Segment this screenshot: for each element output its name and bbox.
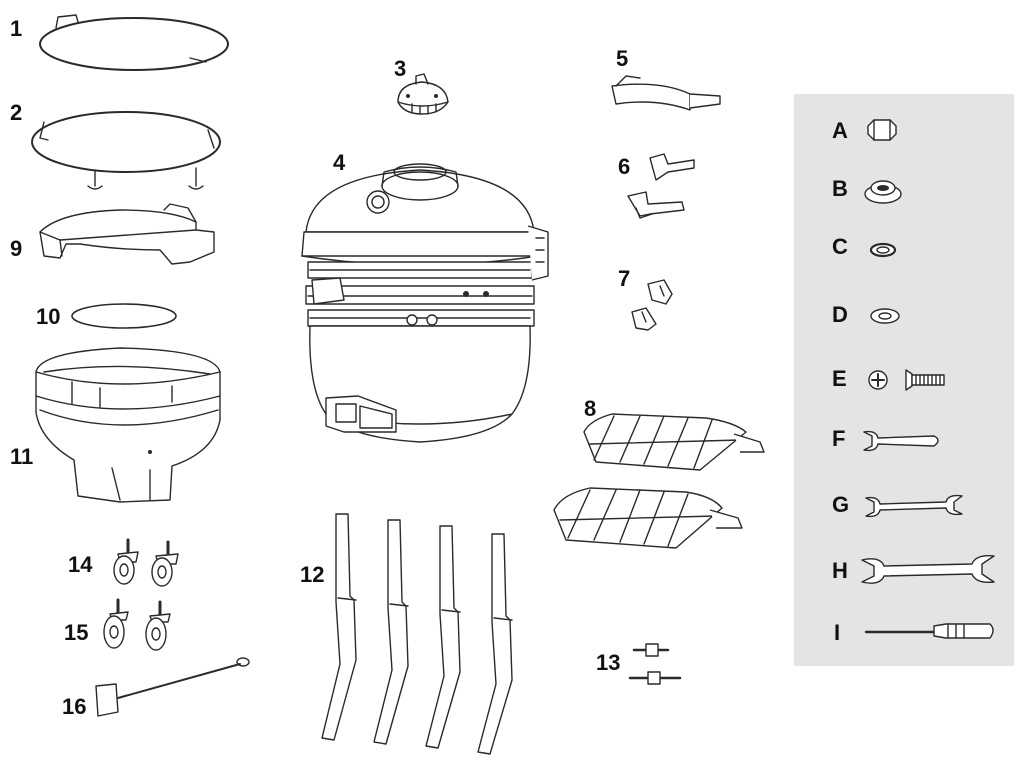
part-label-8: 8	[584, 396, 596, 421]
part-15-casters	[103, 598, 171, 651]
hardware-a-hex-nut: A	[832, 118, 897, 143]
hardware-c-lock-washer: C	[832, 234, 897, 259]
part-14-locking-casters	[113, 538, 179, 587]
part-6-handle-brackets	[627, 153, 695, 219]
part-1-grid	[39, 14, 229, 71]
hardware-label-f: F	[832, 426, 845, 451]
hardware-label-b: B	[832, 176, 848, 201]
hardware-label-e: E	[832, 366, 847, 391]
part-9-heat-deflector	[39, 203, 215, 265]
hardware-label-a: A	[832, 118, 848, 143]
part-label-10: 10	[36, 304, 60, 329]
hardware-h-wrench: H	[832, 554, 995, 584]
hardware-label-d: D	[832, 302, 848, 327]
part-label-1: 1	[10, 16, 22, 41]
hardware-label-h: H	[832, 558, 848, 583]
part-label-16: 16	[62, 694, 86, 719]
hardware-b-flange-nut: B	[832, 176, 902, 204]
part-label-5: 5	[616, 46, 628, 71]
hardware-e-screw: E	[832, 366, 945, 391]
part-11-firebox	[35, 347, 221, 503]
part-label-14: 14	[68, 552, 93, 577]
part-5-handle	[611, 75, 721, 111]
part-2-raised-grid	[31, 111, 221, 190]
part-8-side-shelves	[553, 413, 765, 549]
part-label-7: 7	[618, 266, 630, 291]
part-16-ash-tool	[95, 657, 250, 717]
part-label-13: 13	[596, 650, 620, 675]
part-7-side-brackets	[631, 279, 673, 331]
part-label-6: 6	[618, 154, 630, 179]
hardware-label-c: C	[832, 234, 848, 259]
part-12-legs	[321, 513, 513, 755]
part-label-4: 4	[333, 150, 346, 175]
part-label-11: 11	[10, 444, 33, 469]
part-3-top-vent	[397, 73, 449, 115]
part-label-15: 15	[64, 620, 88, 645]
hardware-i-screwdriver: I	[834, 620, 994, 645]
part-10-charcoal-grate	[71, 303, 177, 329]
part-4-grill-body	[301, 163, 549, 443]
hardware-label-g: G	[832, 492, 849, 517]
hardware-label-i: I	[834, 620, 840, 645]
part-label-12: 12	[300, 562, 324, 587]
hardware-g-wrench: G	[832, 492, 963, 518]
hardware-f-wrench: F	[832, 426, 939, 452]
part-label-2: 2	[10, 100, 22, 125]
hardware-d-flat-washer: D	[832, 302, 900, 327]
hardware-panel: A B C D E	[794, 94, 1014, 666]
part-labels: 1 2 3 4 5 6 7 8 9 10 11 12 13 14 15 16	[10, 16, 630, 719]
part-label-9: 9	[10, 236, 22, 261]
part-13-bolts	[628, 643, 682, 685]
part-label-3: 3	[394, 56, 406, 81]
